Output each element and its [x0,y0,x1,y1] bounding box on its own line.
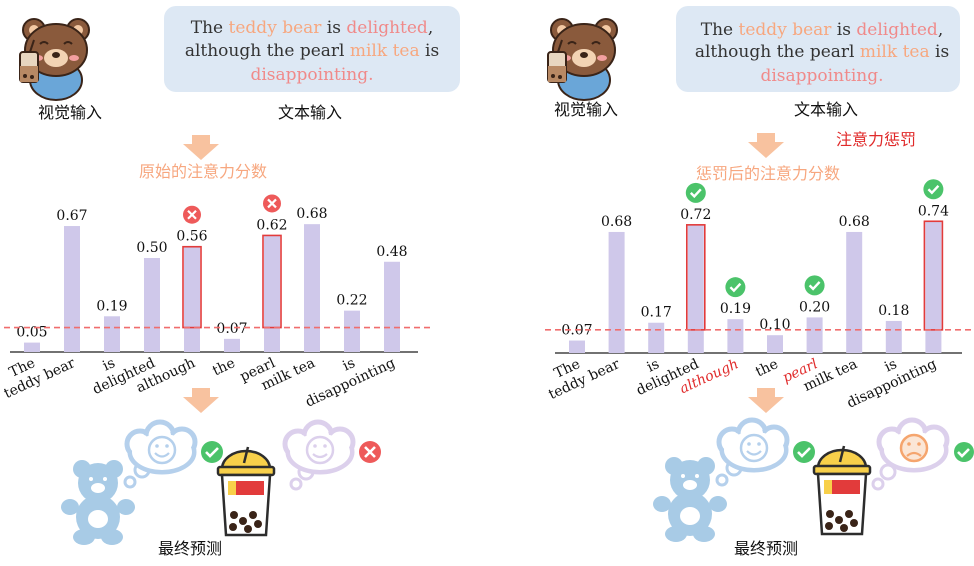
value-label: 0.19 [720,301,751,317]
bar [885,320,902,353]
value-label: 0.05 [16,325,47,341]
penalty-label: 注意力惩罚 [836,130,916,149]
bar [648,322,665,353]
bar [304,224,320,352]
caption-text-line2: although the pearl milk tea is [185,41,439,61]
bar [64,226,80,352]
bar [104,316,120,352]
down-arrow-icon-2 [183,388,219,413]
check-icon [201,441,223,463]
caption-text-2-line2: although the pearl milk tea is [695,42,949,62]
bar [846,231,863,353]
value-label: 0.74 [918,203,949,219]
value-label: 0.72 [680,207,711,223]
bar [608,231,625,353]
text-input-box-2 [676,6,960,92]
final-prediction-label: 最终预测 [158,539,222,558]
bear-holding-milk-tea-icon [19,18,90,101]
caption-text-line3: disappointing. [250,65,373,85]
highlight-box [923,220,944,331]
final-prediction-label-2: 最终预测 [734,539,798,558]
value-label: 0.07 [216,321,247,337]
teddy-bear-icon [61,460,135,545]
bar [925,221,942,353]
cross-mark-stroke [267,198,277,209]
caption-text-2: The teddy bear is delighted, [701,20,943,40]
caption-text: The teddy bear is delighted, [191,18,433,38]
value-label: 0.20 [799,299,830,315]
caption-text-2-line3: disappointing. [760,66,883,86]
check-mark-stroke [689,188,702,199]
down-arrow-icon-4 [748,388,784,413]
value-label: 0.62 [256,217,287,233]
check-mark [923,179,944,200]
value-label: 0.50 [136,240,167,256]
value-label: 0.56 [176,229,207,245]
cross-mark-stroke [187,209,197,220]
right-panel: 视觉输入 The teddy bear is delighted, althou… [545,6,974,558]
value-label: 0.17 [641,305,672,321]
value-label: 0.22 [336,293,367,309]
neutral-face-thought-icon [285,422,353,491]
visual-input-label-2: 视觉输入 [554,100,618,119]
tick-label: the [210,355,238,379]
sad-face-thought-icon [871,420,947,491]
cross-icon [359,441,381,463]
value-label: 0.18 [878,303,909,319]
bar [264,235,280,352]
bar [144,258,160,352]
value-label: 0.19 [96,298,127,314]
check-mark-stroke [729,282,742,293]
value-label: 0.67 [56,208,87,224]
left-panel: 视觉输入 The teddy bear is delighted, althou… [2,6,460,558]
happy-face-thought-icon-2 [715,420,787,487]
check-mark [725,277,746,298]
bar [384,261,400,352]
bubble-tea-icon [216,445,276,537]
visual-input-label: 视觉输入 [38,103,102,122]
value-label: 0.48 [376,244,407,260]
bar [687,224,704,353]
bar [806,317,823,353]
bar [24,342,40,352]
score-title-2: 惩罚后的注意力分数 [696,164,840,183]
text-input-box [164,6,460,92]
score-title: 原始的注意力分数 [139,162,267,181]
down-arrow-icon-3 [748,133,784,158]
value-label: 0.10 [759,317,790,333]
teddy-bear-icon-2 [653,457,727,542]
bar [727,319,744,353]
bar [184,246,200,352]
bar [569,340,585,353]
check-mark-stroke [808,281,821,291]
value-label: 0.68 [601,214,632,230]
down-arrow-icon [183,135,219,160]
highlight-box [182,245,202,329]
text-input-label-2: 文本输入 [794,100,858,119]
text-input-label: 文本输入 [278,103,342,122]
bubble-tea-icon-2 [812,444,872,536]
bar [224,338,240,352]
check-icon-3 [954,442,974,462]
check-mark-stroke [927,184,940,195]
value-label: 0.68 [296,206,327,222]
happy-face-thought-icon [123,422,195,489]
check-icon-2 [793,441,815,463]
tick-label: the [753,356,781,380]
check-mark [804,275,825,296]
bar [767,335,783,353]
bear-holding-milk-tea-icon-2 [547,18,618,101]
bar [344,310,360,352]
check-mark [685,182,706,203]
value-label: 0.68 [839,214,870,230]
highlight-box [262,234,282,329]
